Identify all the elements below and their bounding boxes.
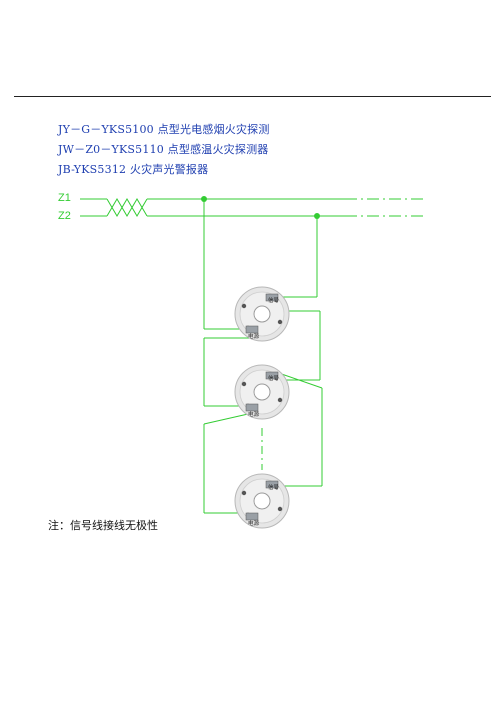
power-label: 电源 — [248, 519, 260, 527]
model-smoke-detector: JY－G－YKS5100 点型光电感烟火灾探测 — [58, 123, 270, 136]
power-terminal — [245, 403, 259, 412]
bus-wires — [80, 198, 425, 514]
z1-label: Z1 — [58, 192, 71, 204]
signal-label: 信号 — [268, 296, 280, 304]
top-rule — [14, 96, 491, 97]
signal-label: 信号 — [268, 374, 280, 382]
model-alarm: JB-YKS5312 火灾声光警报器 — [58, 163, 209, 176]
signal-label: 信号 — [268, 483, 280, 491]
z2-label: Z2 — [58, 210, 71, 222]
signal-terminal — [265, 293, 279, 302]
power-label: 电源 — [248, 332, 260, 340]
power-terminal — [245, 325, 259, 334]
junctions — [201, 196, 320, 219]
continuation-dashes — [203, 400, 323, 505]
signal-terminal — [265, 480, 279, 489]
wiring-note: 注：信号线接线无极性 — [48, 519, 158, 532]
model-heat-detector: JW－Z0－YKS5110 点型感温火灾探测器 — [58, 143, 269, 156]
signal-terminal — [265, 371, 279, 380]
power-label: 电源 — [248, 410, 260, 418]
power-terminal — [245, 512, 259, 521]
